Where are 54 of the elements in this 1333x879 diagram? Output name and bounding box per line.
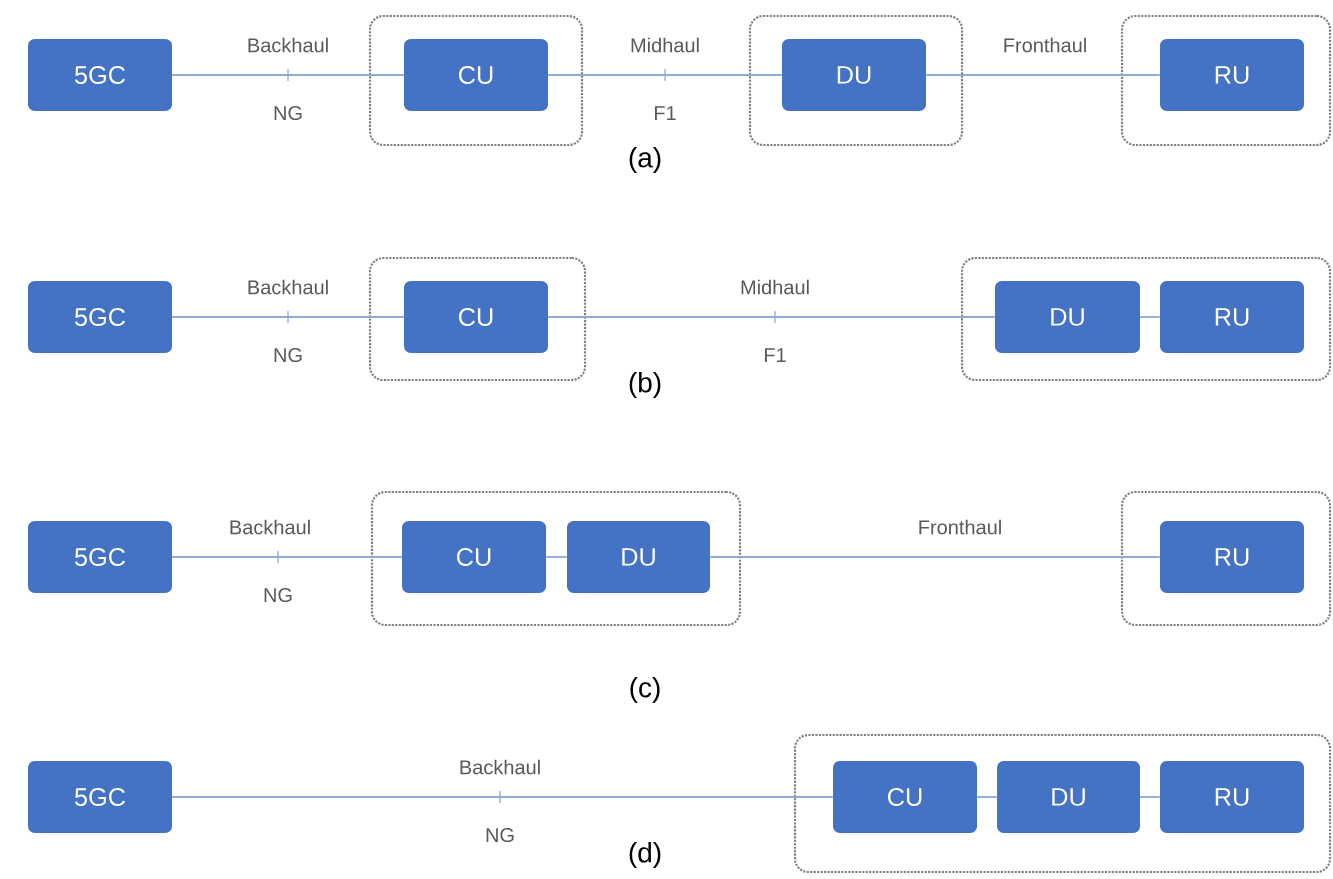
interface-label: Backhaul bbox=[248, 279, 328, 295]
connector-line bbox=[976, 796, 998, 798]
process-box: DU bbox=[782, 39, 926, 111]
process-box: 5GC bbox=[28, 521, 172, 593]
dashed-group-box bbox=[1120, 14, 1332, 147]
dashed-group-box bbox=[1120, 490, 1332, 627]
connector-line bbox=[171, 74, 405, 76]
process-box: 5GC bbox=[28, 281, 172, 353]
caption-label: (a) bbox=[629, 146, 661, 174]
interface-label: Midhaul bbox=[631, 37, 699, 53]
caption-label: (b) bbox=[629, 371, 661, 399]
interface-label: NG bbox=[274, 347, 302, 363]
interface-label: Backhaul bbox=[460, 759, 540, 775]
process-box: RU bbox=[1160, 761, 1304, 833]
connector-line bbox=[171, 796, 834, 798]
connector-line bbox=[171, 316, 405, 318]
dashed-group-box bbox=[368, 256, 587, 382]
dashed-group-box bbox=[748, 14, 964, 147]
process-box: DU bbox=[997, 761, 1140, 833]
dashed-group-box bbox=[370, 490, 742, 627]
interface-label: Backhaul bbox=[230, 519, 310, 535]
dashed-group-box bbox=[793, 733, 1332, 874]
interface-label: NG bbox=[486, 827, 514, 843]
process-box: CU bbox=[404, 281, 548, 353]
dashed-group-box bbox=[368, 14, 584, 147]
process-box: RU bbox=[1160, 281, 1304, 353]
process-box: CU bbox=[404, 39, 548, 111]
connector-line bbox=[1139, 796, 1161, 798]
interface-label: F1 bbox=[764, 348, 786, 362]
process-box: RU bbox=[1160, 39, 1304, 111]
caption-label: (c) bbox=[630, 676, 660, 704]
connector-line bbox=[709, 556, 1161, 558]
caption-label: (d) bbox=[629, 841, 661, 869]
connector-line bbox=[1139, 316, 1161, 318]
process-box: CU bbox=[402, 521, 546, 593]
process-box: CU bbox=[833, 761, 977, 833]
connector-line bbox=[171, 556, 403, 558]
interface-label: Backhaul bbox=[248, 37, 328, 53]
process-box: 5GC bbox=[28, 761, 172, 833]
interface-label: Fronthaul bbox=[1004, 37, 1086, 53]
interface-label: Midhaul bbox=[741, 279, 809, 295]
process-box: 5GC bbox=[28, 39, 172, 111]
process-box: DU bbox=[567, 521, 710, 593]
process-box: DU bbox=[995, 281, 1140, 353]
interface-label: Fronthaul bbox=[919, 519, 1001, 535]
connector-line bbox=[547, 316, 996, 318]
process-box: RU bbox=[1160, 521, 1304, 593]
connector-line bbox=[545, 556, 568, 558]
interface-label: F1 bbox=[654, 106, 676, 120]
interface-label: NG bbox=[264, 587, 292, 603]
dashed-group-box bbox=[960, 256, 1332, 382]
interface-label: NG bbox=[274, 105, 302, 121]
connector-line bbox=[925, 74, 1161, 76]
connector-line bbox=[547, 74, 783, 76]
